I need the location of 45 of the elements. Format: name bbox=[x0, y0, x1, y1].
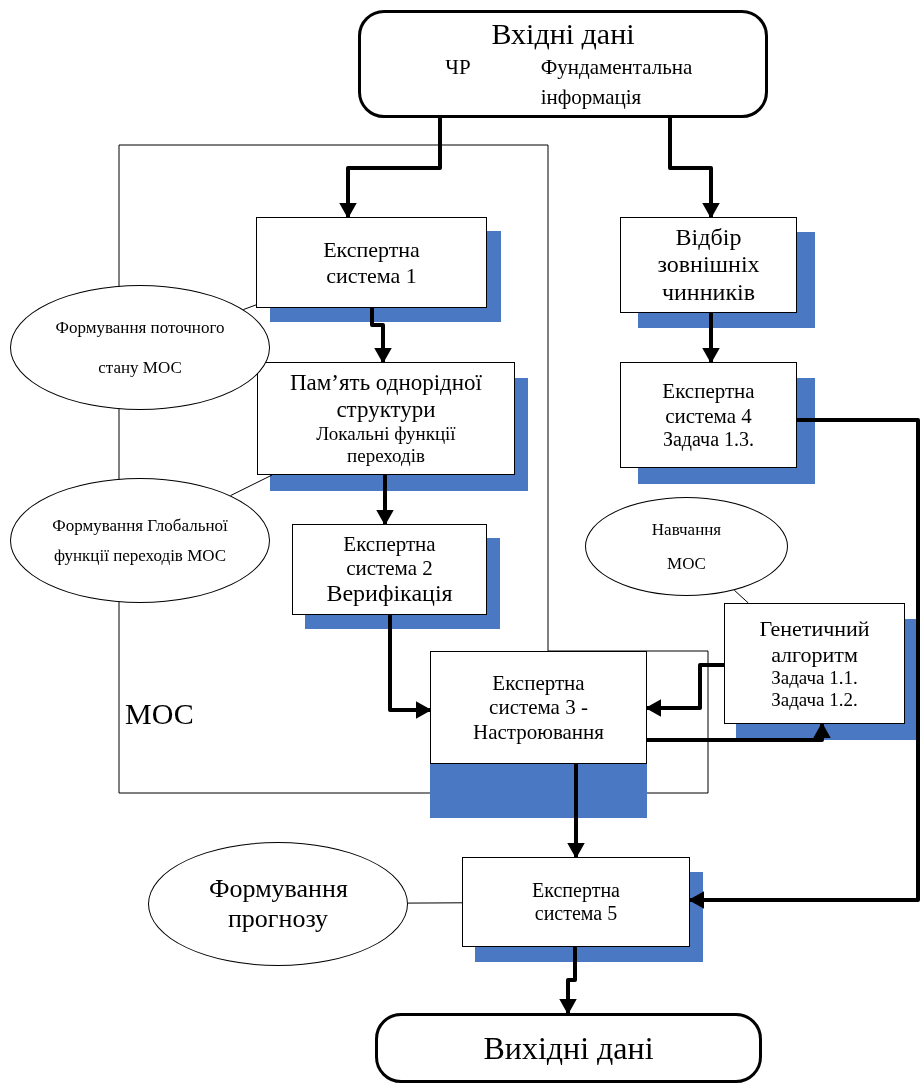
connector-line bbox=[242, 304, 257, 311]
connector-line bbox=[733, 589, 749, 604]
arrow bbox=[388, 615, 432, 718]
box-label: Експертна система 3 - Настроювання bbox=[472, 671, 605, 744]
arrow bbox=[560, 947, 577, 1015]
box-label: Відбір зовнішніх чинників bbox=[656, 223, 761, 307]
box-label: Пам’ять однорідної структури bbox=[288, 370, 483, 424]
ellipse-label: Формування прогнозу bbox=[209, 874, 347, 934]
process-box bbox=[430, 651, 647, 764]
connector-line bbox=[407, 902, 463, 904]
box-label: ЧР bbox=[445, 53, 471, 81]
process-box bbox=[257, 362, 515, 475]
terminal-box bbox=[375, 1013, 762, 1083]
arrow bbox=[647, 722, 830, 742]
box-heading: Вхідні дані bbox=[491, 15, 635, 52]
box-label: Фундаментальна інформація bbox=[540, 53, 694, 111]
arrow bbox=[340, 118, 442, 219]
process-box bbox=[292, 524, 487, 615]
arrow bbox=[688, 418, 920, 908]
box-label: Генетичний алгоритм bbox=[758, 616, 871, 667]
ellipse-label: Формування поточного стану МОС bbox=[54, 317, 226, 379]
process-box bbox=[256, 217, 487, 308]
process-box bbox=[620, 217, 797, 313]
ellipse-label: Формування Глобальної функції переходів МОС bbox=[51, 514, 229, 567]
arrow bbox=[370, 308, 391, 364]
box-label: Задача 1.1. Задача 1.2. bbox=[770, 666, 859, 711]
box-label: Задача 1.3. bbox=[662, 427, 755, 451]
group-label: МОС bbox=[125, 697, 194, 730]
box-label: Вихідні дані bbox=[483, 1029, 654, 1067]
ellipse-label: Навчання МОС bbox=[650, 518, 723, 575]
arrow bbox=[703, 313, 719, 364]
process-box bbox=[724, 603, 905, 724]
process-box bbox=[462, 857, 690, 947]
box-label: Верифікація bbox=[326, 579, 453, 608]
terminal-box bbox=[358, 10, 768, 118]
box-label: Локальні функції переходів bbox=[315, 423, 457, 467]
arrow bbox=[568, 764, 584, 859]
box-label: Експертна система 2 bbox=[342, 531, 437, 580]
arrow bbox=[668, 118, 719, 219]
arrow bbox=[377, 475, 393, 526]
process-box bbox=[620, 362, 797, 468]
box-label: Експертна система 5 bbox=[531, 879, 621, 925]
arrow bbox=[645, 663, 724, 716]
box-label: Експертна система 1 bbox=[322, 237, 421, 288]
box-label: Експертна система 4 bbox=[661, 379, 756, 428]
